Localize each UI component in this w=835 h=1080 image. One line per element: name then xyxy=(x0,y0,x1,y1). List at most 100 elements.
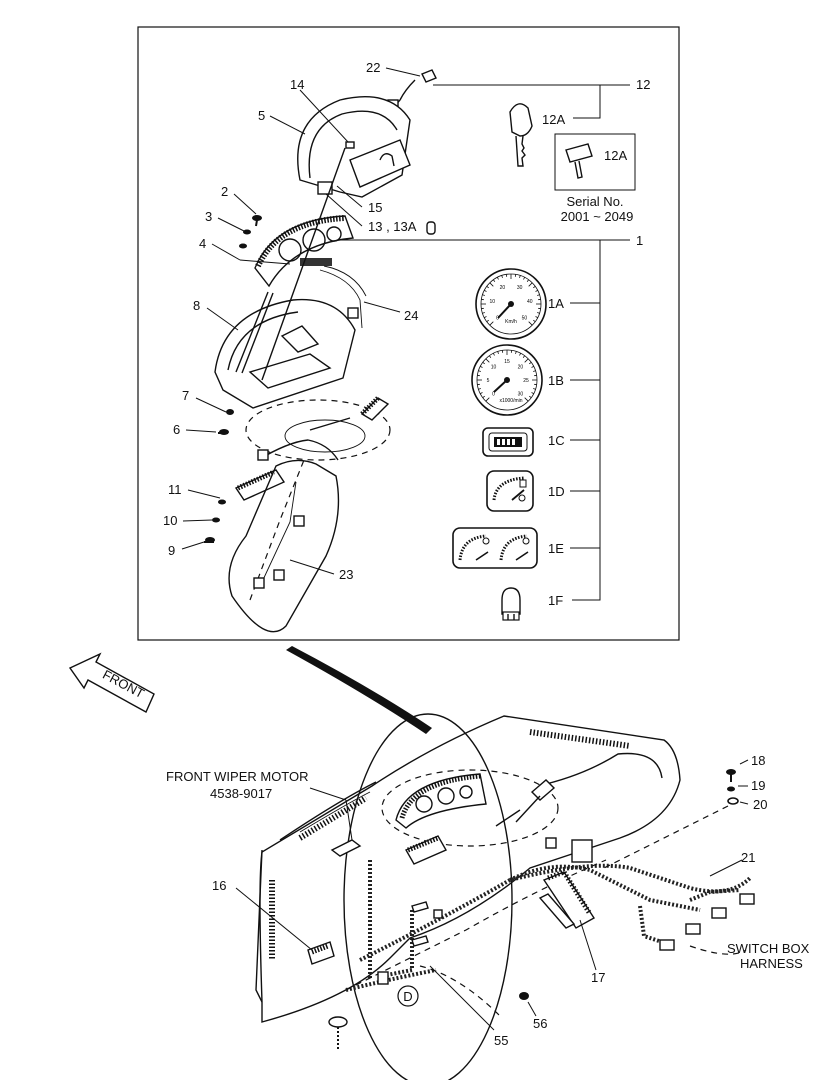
detail-highlight-oval xyxy=(343,713,513,1080)
callout-12a-key: 12A xyxy=(542,112,565,127)
gauge-tick xyxy=(519,275,521,278)
callout-56: 56 xyxy=(533,1016,547,1031)
switch-16 xyxy=(307,941,335,965)
gauge-tick xyxy=(478,388,481,390)
gauge-tick xyxy=(524,358,529,363)
dashboard-body xyxy=(255,715,681,1023)
gauge-tick xyxy=(497,351,499,354)
callout-8: 8 xyxy=(193,298,200,313)
gauge-tick xyxy=(482,312,485,314)
callout-6: 6 xyxy=(173,422,180,437)
ignition-switch-icon xyxy=(387,69,437,109)
lower-housing xyxy=(214,298,356,409)
gauge-tick xyxy=(484,290,487,292)
gauge-tick xyxy=(528,321,533,326)
gauge-tick xyxy=(486,286,489,289)
callout-11: 11 xyxy=(168,482,182,497)
gauge-tick-label: 10 xyxy=(491,365,497,371)
gauge-tick-label: 15 xyxy=(504,359,510,365)
switch-box-label: SWITCH BOX xyxy=(727,941,810,956)
gauge-tick xyxy=(529,362,532,365)
callout-23: 23 xyxy=(339,567,353,582)
switch-box-label-2: HARNESS xyxy=(740,956,803,971)
callout-22: 22 xyxy=(366,60,380,75)
detail-frame xyxy=(137,26,680,641)
callout-13: 13 , 13A xyxy=(368,219,417,234)
washer-11-icon xyxy=(218,499,226,505)
washer-3-icon xyxy=(243,229,251,235)
washer-10-icon xyxy=(212,517,220,523)
gauge-tick xyxy=(489,321,494,326)
callout-5: 5 xyxy=(258,108,265,123)
callout-1a: 1A xyxy=(548,296,564,311)
callout-20: 20 xyxy=(753,797,767,812)
callout-10: 10 xyxy=(163,513,177,528)
gauge-tick xyxy=(531,392,534,394)
gauge-tick xyxy=(531,366,534,368)
washer-7-icon xyxy=(226,409,234,415)
ignition-key-icon xyxy=(509,103,533,167)
gauge-tick xyxy=(493,353,495,356)
gauge-tick xyxy=(482,294,485,296)
callout-1e: 1E xyxy=(548,541,564,556)
gauge-tick-label: 30 xyxy=(517,285,523,291)
callout-19: 19 xyxy=(751,778,765,793)
callout-1d: 1D xyxy=(548,484,565,499)
gauge-tick xyxy=(526,279,529,282)
pedal-17 xyxy=(538,868,595,929)
gauge-tick-label: 50 xyxy=(522,315,528,321)
gauge-tick xyxy=(478,370,481,372)
bulb-13a-icon xyxy=(426,221,436,235)
gauge-tick xyxy=(522,355,525,358)
nut-56-icon xyxy=(519,992,529,1000)
screw-6-icon xyxy=(218,429,229,435)
screw-9-icon xyxy=(204,537,215,543)
callout-21: 21 xyxy=(741,850,755,865)
callout-18: 18 xyxy=(751,753,765,768)
gauge-tick-label: 10 xyxy=(489,299,495,305)
gauge-tick xyxy=(533,370,536,372)
wiper-motor-partno: 4538-9017 xyxy=(210,786,272,801)
callout-55: 55 xyxy=(494,1033,508,1048)
detail-pointer-arrow xyxy=(286,646,432,734)
harness-connectors xyxy=(377,837,755,985)
gauge-tick-label: 20 xyxy=(500,285,506,291)
gauge-tick xyxy=(533,388,536,390)
serial-box xyxy=(554,133,636,191)
callout-1f: 1F xyxy=(548,593,563,608)
instrument-cowl xyxy=(297,96,411,198)
washer-20-icon xyxy=(727,797,739,805)
detail-d-marker xyxy=(397,985,419,1007)
detail-d-label: D xyxy=(403,989,412,1004)
gauge-tick-label: 5 xyxy=(487,378,490,384)
gauge-tick xyxy=(493,279,496,282)
wiper-motor-label: FRONT WIPER MOTOR xyxy=(166,769,309,784)
gauge-1a-unit: Km/h xyxy=(505,319,517,325)
callout-16: 16 xyxy=(212,878,226,893)
callout-9: 9 xyxy=(168,543,175,558)
wiper-motor-bracket xyxy=(330,839,362,857)
gauge-tick-label: 30 xyxy=(518,391,524,397)
gauge-tick xyxy=(533,286,536,289)
gauge-tick xyxy=(480,366,483,368)
gauge-tick xyxy=(482,362,485,365)
serial-label: Serial No. xyxy=(566,194,623,209)
gauge-tick xyxy=(524,397,529,402)
gauge-tick-label: 25 xyxy=(523,378,529,384)
gauge-tick xyxy=(519,353,521,356)
gauge-tick xyxy=(485,397,490,402)
twin-gauge-1e xyxy=(452,527,538,569)
fuel-gauge-1d xyxy=(486,470,534,512)
hour-meter-1c xyxy=(482,427,534,457)
serial-key-icon xyxy=(565,143,593,179)
gauge-tick xyxy=(484,316,487,318)
gauge-tick xyxy=(537,294,540,296)
gauge-tick xyxy=(535,316,538,318)
callout-1b: 1B xyxy=(548,373,564,388)
assembly-switch-block xyxy=(405,835,447,865)
callout-24: 24 xyxy=(404,308,418,323)
gauge-tick-label: 0 xyxy=(492,391,495,397)
